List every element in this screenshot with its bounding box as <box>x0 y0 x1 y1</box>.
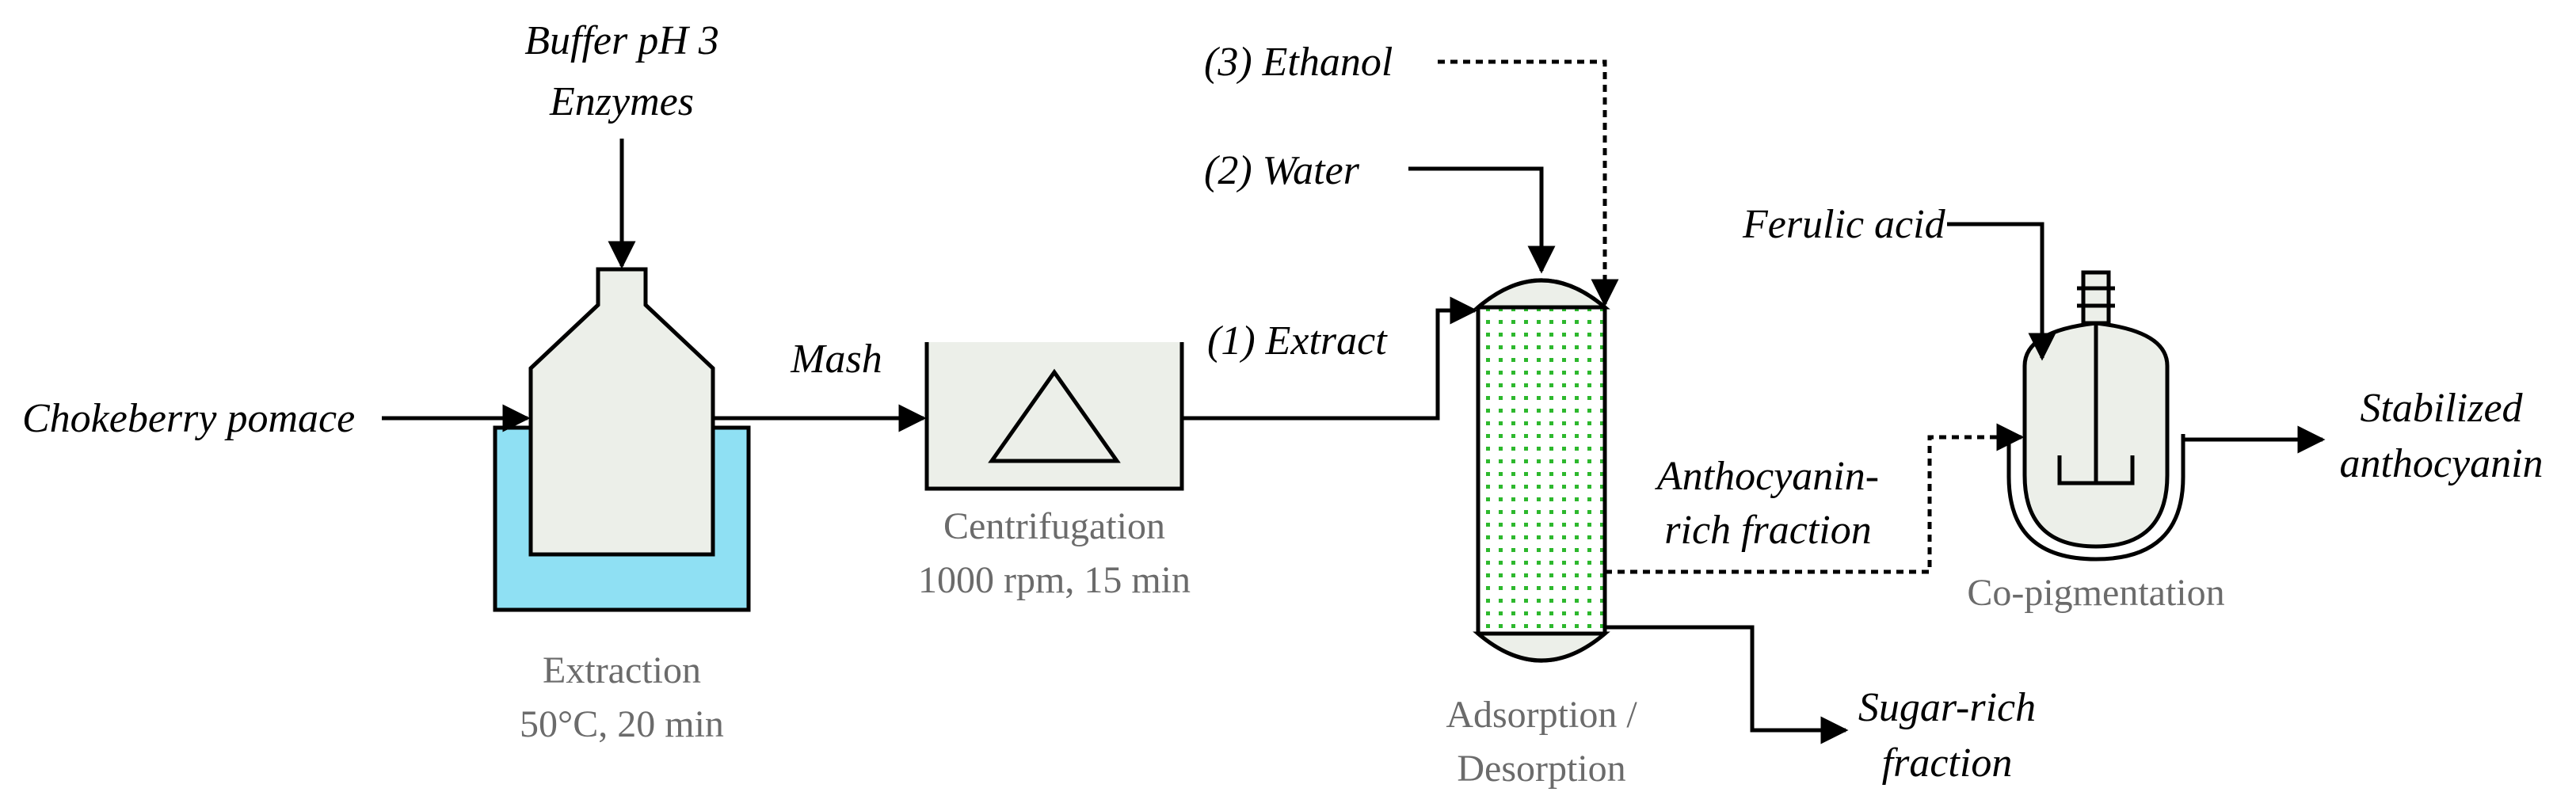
centrifuge-triangle-icon <box>988 368 1121 463</box>
mash-label: Mash <box>790 337 882 382</box>
extraction-unit <box>493 267 751 612</box>
water-feed-arrow <box>1408 166 1556 274</box>
labels: Chokeberry pomace Buffer pH 3 Enzymes Ma… <box>22 18 2544 790</box>
centrifuge-vessel <box>927 342 1182 489</box>
desorption-title: Desorption <box>1457 748 1625 790</box>
ethanol-feed-arrow <box>1438 59 1619 307</box>
adsorption-title: Adsorption / <box>1446 694 1637 736</box>
column-body <box>1476 278 1607 663</box>
sugar-label-2: fraction <box>1882 741 2013 786</box>
reactor-motor <box>2081 270 2111 326</box>
extraction-title: Extraction <box>543 649 701 691</box>
sugar-label-1: Sugar-rich <box>1858 685 2036 730</box>
centrifuge-unit <box>924 342 1184 491</box>
centrifugation-conditions: 1000 rpm, 15 min <box>918 559 1191 601</box>
extract-label: (1) Extract <box>1207 318 1388 364</box>
product-label-1: Stabilized <box>2360 386 2523 431</box>
copigmentation-title: Co-pigmentation <box>1967 572 2224 614</box>
centrifugation-title: Centrifugation <box>943 505 1165 547</box>
product-label-2: anthocyanin <box>2339 441 2543 486</box>
column-top-cap <box>1473 278 1610 310</box>
anthocyanin-label-1: Anthocyanin- <box>1655 454 1879 499</box>
buffer-label: Buffer pH 3 <box>524 18 719 63</box>
ferulic-label: Ferulic acid <box>1742 202 1946 247</box>
reactor-jacket <box>2006 434 2185 562</box>
ferulic-feed-arrow <box>1947 222 2056 361</box>
extraction-conditions: 50°C, 20 min <box>520 703 724 745</box>
anthocyanin-label-2: rich fraction <box>1664 508 1871 553</box>
column-bottom-cap <box>1473 631 1610 663</box>
pomace-label: Chokeberry pomace <box>22 396 355 441</box>
water-label: (2) Water <box>1204 148 1360 193</box>
adsorption-column <box>1473 278 1610 663</box>
extraction-vessel <box>528 267 715 557</box>
ethanol-label: (3) Ethanol <box>1204 40 1393 85</box>
copigmentation-reactor <box>2006 270 2185 562</box>
agitator-blade-icon <box>2057 455 2135 485</box>
extract-arrow <box>1182 296 1478 421</box>
sugar-stream-arrow <box>1605 625 1849 744</box>
flow-lines <box>382 59 2326 744</box>
enzymes-label: Enzymes <box>549 79 694 124</box>
